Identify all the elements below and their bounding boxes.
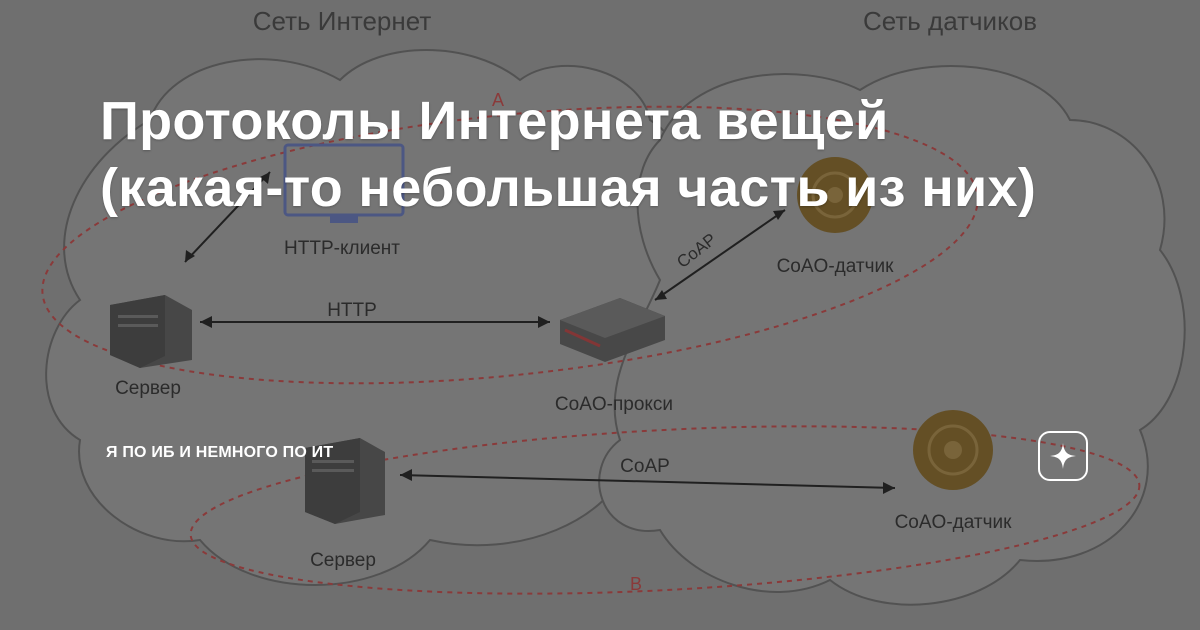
star-icon xyxy=(1050,443,1076,469)
route-b-ellipse xyxy=(189,425,1141,595)
server-bottom-label: Сервер xyxy=(310,550,376,571)
marker-a: A xyxy=(492,90,504,110)
marker-b: B xyxy=(630,574,642,594)
route-a-ellipse xyxy=(41,105,979,385)
wireless-sensor-icon xyxy=(913,410,993,490)
arrow-coap-bottom xyxy=(399,474,896,489)
wireless-sensor-icon xyxy=(797,157,873,233)
arrow-server-client xyxy=(184,171,271,263)
dzen-star-icon[interactable] xyxy=(1038,431,1088,481)
monitor-icon xyxy=(283,143,405,223)
server-icon xyxy=(110,295,192,368)
server-top-label: Сервер xyxy=(115,378,181,399)
sensor-top-label: CoAO-датчик xyxy=(777,256,895,277)
arrow-coap-diagonal xyxy=(654,209,786,301)
article-title: Протоколы Интернета вещей (какая-то небо… xyxy=(100,91,1037,218)
server-icon xyxy=(305,438,385,524)
right-network-header: Сеть датчиков xyxy=(863,6,1037,36)
sensor-bottom-label: CoAO-датчик xyxy=(895,512,1013,533)
coap-proxy-label: CoAO-прокси xyxy=(555,394,673,415)
router-icon xyxy=(560,298,665,362)
left-network-header: Сеть Интернет xyxy=(253,6,432,36)
http-label: HTTP xyxy=(327,300,377,321)
coap-bottom-label: CoAP xyxy=(620,456,670,477)
http-client-label: HTTP-клиент xyxy=(284,238,400,259)
channel-name[interactable]: Я ПО ИБ И НЕМНОГО ПО ИТ xyxy=(106,444,334,461)
